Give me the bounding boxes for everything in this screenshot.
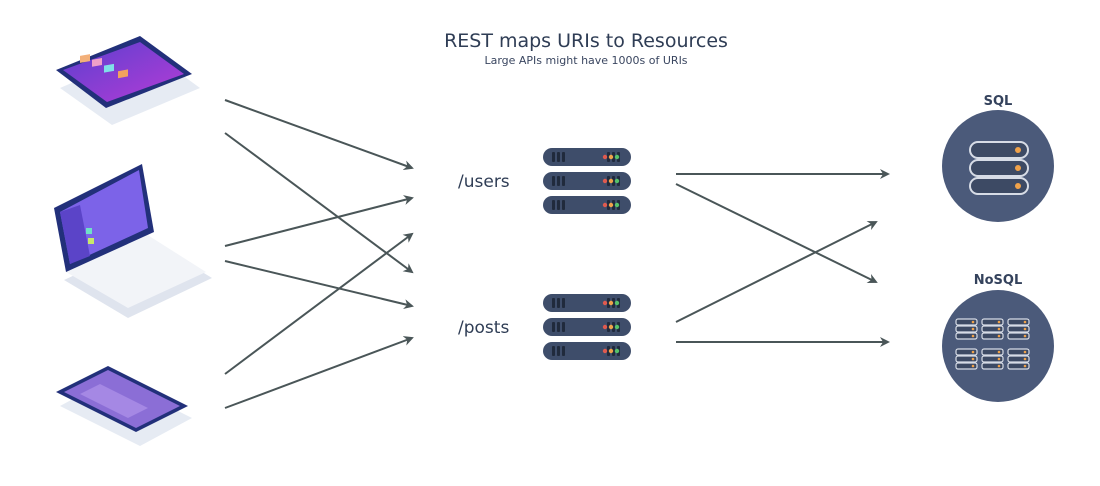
laptop-icon (54, 164, 212, 318)
server-rack-icon (543, 148, 631, 214)
route-users: /users (458, 172, 510, 192)
arrow-laptop-posts (224, 260, 414, 309)
arrow-users-nosql (675, 183, 878, 283)
arrow-phone-users (224, 232, 414, 375)
arrow-tablet-users (224, 99, 414, 170)
arrow-laptop-users (224, 195, 414, 247)
tablet-icon (56, 36, 200, 125)
arrow-phone-posts (224, 336, 414, 409)
client-arrows (224, 99, 414, 409)
sql-label: SQL (983, 94, 1013, 109)
server-rack-icon (543, 294, 631, 360)
diagram-title: REST maps URIs to Resources (444, 30, 728, 52)
diagram-subtitle: Large APIs might have 1000s of URIs (484, 54, 688, 67)
phone-icon (56, 366, 192, 446)
db-arrows (675, 169, 890, 347)
sql-database-icon (942, 110, 1054, 222)
nosql-label: NoSQL (973, 273, 1023, 288)
arrow-posts-sql (675, 221, 878, 323)
route-posts: /posts (458, 318, 510, 338)
nosql-database-icon (942, 290, 1054, 402)
arrow-tablet-posts (224, 132, 414, 274)
